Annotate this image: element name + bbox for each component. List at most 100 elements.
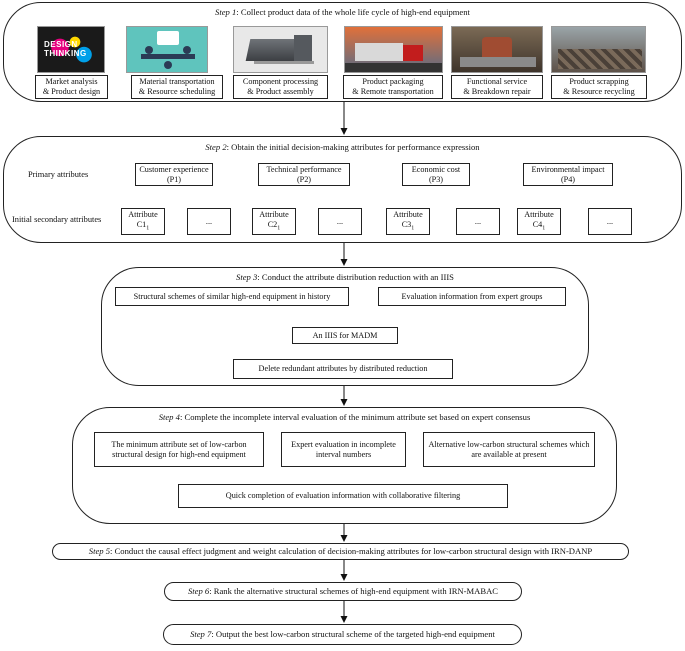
p4-name: Environmental impact — [531, 164, 605, 174]
scrap-recycling-photo — [551, 26, 646, 73]
secondary-ellipsis-3: ... — [456, 208, 500, 235]
primary-attributes-label: Primary attributes — [28, 170, 89, 179]
step4-title-text: Complete the incomplete interval evaluat… — [184, 412, 531, 422]
stage-1-line1: Market analysis — [45, 77, 98, 87]
primary-attr-p2: Technical performance(P2) — [258, 163, 350, 186]
step7-stage — [163, 624, 522, 645]
secondary-attributes-label: Initial secondary attributes — [12, 215, 102, 224]
c2-code: C2 — [267, 219, 278, 229]
step1-label: Step 1 — [215, 7, 237, 17]
step2-label: Step 2 — [205, 142, 227, 152]
design-thinking-photo: DESIGN THINKING — [37, 26, 105, 73]
delete-redundant-text: Delete redundant attributes by distribut… — [258, 364, 428, 374]
step5-stage — [52, 543, 629, 560]
step6-title: Step 6: Rank the alternative structural … — [187, 586, 499, 596]
repair-service-photo — [451, 26, 543, 73]
stage-4-line2: & Remote transportation — [352, 87, 434, 96]
step7-label: Step 7 — [190, 629, 212, 639]
primary-attr-p1: Customer experience(P1) — [135, 163, 213, 186]
c2-sub: 1 — [277, 225, 281, 232]
c1-code: C1 — [136, 219, 147, 229]
minimum-attribute-set-text: The minimum attribute set of low-carbon … — [111, 439, 247, 459]
p1-code: (P1) — [166, 174, 182, 184]
step2-title: Step 2: Obtain the initial decision-maki… — [205, 142, 480, 152]
step7-title: Step 7: Output the best low-carbon struc… — [190, 629, 495, 639]
step2-title-text: Obtain the initial decision-making attri… — [231, 142, 480, 152]
p1-name: Customer experience — [139, 164, 209, 174]
c3-name: Attribute — [393, 210, 423, 220]
p2-code: (P2) — [296, 174, 312, 184]
c4-name: Attribute — [524, 210, 554, 220]
step4-title: Step 4: Complete the incomplete interval… — [158, 412, 531, 422]
stage-box-6: Product scrapping& Resource recycling — [551, 75, 647, 99]
step3-label: Step 3 — [236, 272, 258, 282]
stage-2-line1: Material transportation — [139, 77, 215, 87]
truck-transport-photo — [344, 26, 443, 73]
c1-name: Attribute — [128, 210, 158, 220]
stage-5-line1: Functional service — [466, 77, 528, 87]
step7-title-text: Output the best low-carbon structural sc… — [215, 629, 495, 639]
historical-schemes-text: Structural schemes of similar high-end e… — [133, 291, 331, 301]
iiis-madm-text: An IIIS for MADM — [312, 330, 378, 340]
collaborative-filtering-box: Quick completion of evaluation informati… — [178, 484, 508, 508]
stage-box-1: Market analysis& Product design — [35, 75, 108, 99]
stage-box-4: Product packaging& Remote transportation — [343, 75, 443, 99]
c3-sub: 1 — [411, 225, 415, 232]
step3-title-text: Conduct the attribute distribution reduc… — [261, 272, 454, 282]
primary-attr-p3: Economic cost(P3) — [402, 163, 470, 186]
alternative-schemes-text: Alternative low-carbon structural scheme… — [428, 439, 590, 459]
step4-label: Step 4 — [158, 412, 180, 422]
expert-interval-evaluation-text: Expert evaluation in incomplete interval… — [291, 439, 396, 459]
stage-2-line2: & Resource scheduling — [138, 87, 216, 96]
alternative-schemes-box: Alternative low-carbon structural scheme… — [423, 432, 595, 467]
step5-title: Step 5: Conduct the causal effect judgme… — [88, 546, 593, 556]
component-cad-photo — [233, 26, 328, 73]
primary-attr-p4: Environmental impact(P4) — [523, 163, 613, 186]
ellipsis-1: ... — [205, 216, 213, 226]
iiis-madm-box: An IIIS for MADM — [292, 327, 398, 344]
secondary-ellipsis-1: ... — [187, 208, 231, 235]
step6-title-text: Rank the alternative structural schemes … — [213, 586, 499, 596]
delete-redundant-box: Delete redundant attributes by distribut… — [233, 359, 453, 379]
expert-evaluation-info-box: Evaluation information from expert group… — [378, 287, 566, 306]
historical-schemes-box: Structural schemes of similar high-end e… — [115, 287, 349, 306]
stage-6-line1: Product scrapping — [569, 77, 629, 87]
step5-title-text: Conduct the causal effect judgment and w… — [114, 546, 593, 556]
stage-6-line2: & Resource recycling — [563, 87, 635, 96]
scheduling-meeting-photo — [126, 26, 208, 73]
c4-code: C4 — [532, 219, 543, 229]
expert-interval-evaluation-box: Expert evaluation in incomplete interval… — [281, 432, 406, 467]
p4-code: (P4) — [560, 174, 576, 184]
photo-caption-design: DESIGN — [44, 40, 78, 49]
step6-label: Step 6 — [187, 586, 210, 596]
step5-label: Step 5 — [88, 546, 111, 556]
stage-box-2: Material transportation& Resource schedu… — [131, 75, 223, 99]
step3-title: Step 3: Conduct the attribute distributi… — [236, 272, 454, 282]
p2-name: Technical performance — [266, 164, 342, 174]
step1-title: Step 1: Collect product data of the whol… — [215, 7, 470, 17]
secondary-ellipsis-4: ... — [588, 208, 632, 235]
ellipsis-4: ... — [606, 216, 614, 226]
stage-box-5: Functional service& Breakdown repair — [451, 75, 543, 99]
ellipsis-2: ... — [336, 216, 344, 226]
step6-stage — [164, 582, 522, 601]
step1-title-text: Collect product data of the whole life c… — [240, 7, 470, 17]
photo-caption-thinking: THINKING — [44, 49, 87, 58]
p3-name: Economic cost — [411, 164, 461, 174]
secondary-ellipsis-2: ... — [318, 208, 362, 235]
ellipsis-3: ... — [474, 216, 482, 226]
stage-3-line1: Component processing — [242, 77, 319, 87]
c3-code: C3 — [401, 219, 412, 229]
collaborative-filtering-text: Quick completion of evaluation informati… — [225, 491, 461, 501]
stage-4-line1: Product packaging — [362, 77, 424, 87]
stage-3-line2: & Product assembly — [247, 87, 314, 96]
minimum-attribute-set-box: The minimum attribute set of low-carbon … — [94, 432, 264, 467]
stage-1-line2: & Product design — [42, 87, 101, 96]
c4-sub: 1 — [542, 225, 546, 232]
expert-evaluation-info-text: Evaluation information from expert group… — [401, 291, 543, 301]
p3-code: (P3) — [428, 174, 444, 184]
